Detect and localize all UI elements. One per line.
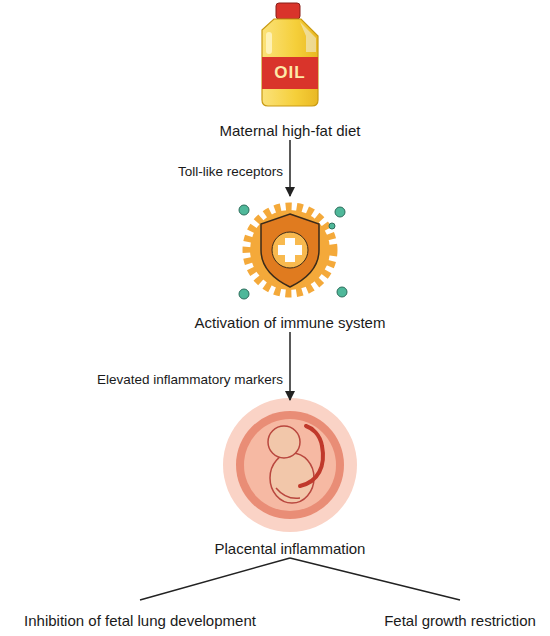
- flow-arrow: [289, 140, 291, 196]
- immune-cell: [250, 210, 330, 290]
- node-label: Inhibition of fetal lung development: [24, 612, 256, 630]
- cell-dot: [329, 223, 335, 229]
- node-label: Maternal high-fat diet: [220, 122, 361, 140]
- oil-bottle-icon: [262, 3, 318, 106]
- flow-arrow: [289, 332, 291, 400]
- flow-node: Fetal growth restriction: [370, 600, 550, 630]
- cell-dot: [239, 289, 249, 299]
- flow-node: Inhibition of fetal lung development: [0, 600, 280, 630]
- placenta-halo: [223, 398, 357, 532]
- bottle-handle: [300, 22, 316, 52]
- node-label: Activation of immune system: [195, 314, 386, 332]
- cell-dot: [337, 287, 347, 297]
- amniotic-sac: [244, 419, 336, 511]
- placenta-icon: [223, 398, 357, 532]
- immune-spikes: [247, 207, 333, 293]
- cell-dot: [335, 207, 345, 217]
- fetus-limb: [276, 488, 300, 498]
- flow-arrow: [140, 558, 290, 600]
- flow-arrow: [290, 558, 460, 600]
- bottle-label-text: OIL: [262, 63, 318, 83]
- flow-node: Placental inflammation: [190, 400, 390, 558]
- shield-badge: [272, 232, 308, 268]
- node-label: Placental inflammation: [215, 540, 366, 558]
- bottle-body: [262, 19, 318, 106]
- bottle-cap: [276, 3, 300, 19]
- edge-label: Elevated inflammatory markers: [30, 372, 283, 388]
- cross-horizontal: [278, 245, 302, 255]
- umbilical-cord: [300, 426, 323, 486]
- bottle-shine: [266, 32, 272, 54]
- cell-dot: [239, 205, 249, 215]
- fetus-head: [268, 426, 300, 458]
- immune-icon: [239, 205, 347, 299]
- edge-label: Toll-like receptors: [90, 164, 283, 180]
- flow-node: Activation of immune system: [165, 196, 415, 332]
- uterus-wall: [236, 411, 344, 519]
- immune-shield: [261, 214, 319, 287]
- bottle-label-band: [262, 57, 318, 89]
- node-label: Fetal growth restriction: [384, 612, 536, 630]
- fetus-body: [270, 453, 314, 503]
